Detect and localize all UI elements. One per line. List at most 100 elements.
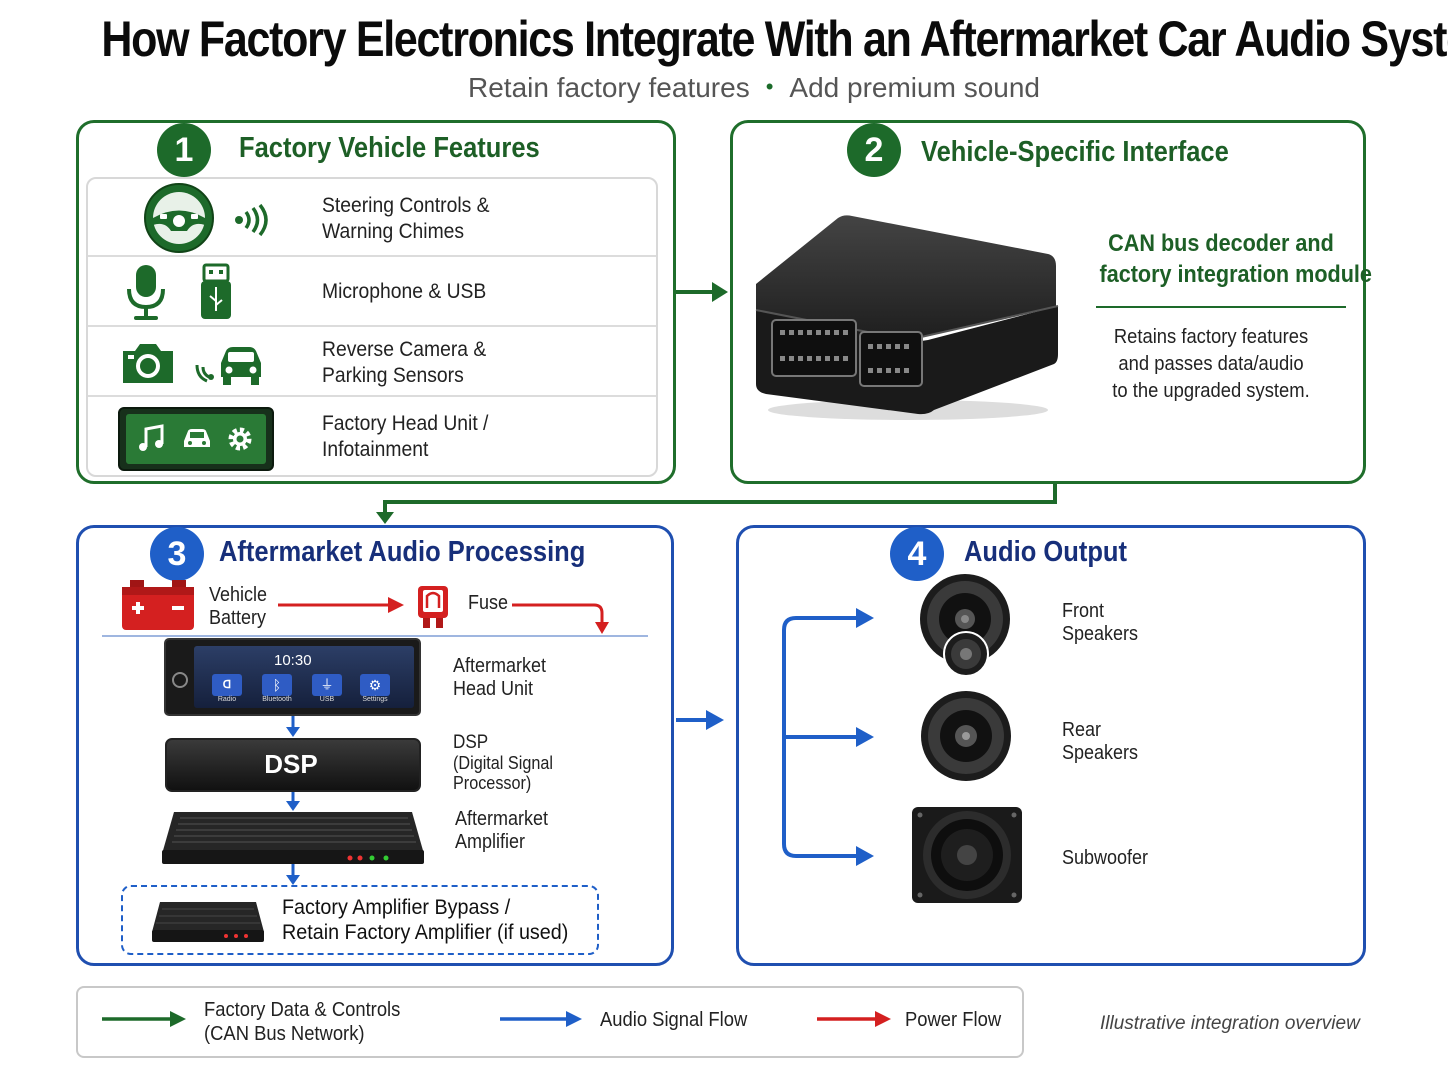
subtitle-separator: •	[765, 74, 774, 99]
rear-speakers-label-line-1: Rear	[1062, 719, 1102, 741]
panel-audio-output	[736, 525, 1366, 966]
interface-desc-line-2: and passes data/audio	[1118, 353, 1304, 375]
battery-label-line-2: Battery	[209, 607, 267, 629]
amplifier-label: Aftermarket Amplifier	[455, 808, 548, 854]
rear-speakers-icon	[921, 691, 1011, 781]
bypass-label-line-1: Factory Amplifier Bypass /	[282, 896, 511, 919]
interface-divider	[1096, 306, 1346, 308]
interface-description: Retains factory features and passes data…	[1086, 324, 1336, 405]
aftermarket-amplifier	[162, 812, 424, 864]
head-unit-knob[interactable]	[172, 672, 188, 688]
bypass-label-line-2: Retain Factory Amplifier (if used)	[282, 921, 569, 944]
audio-arrow-head-unit-to-dsp	[286, 716, 300, 737]
feature-camera-label: Reverse Camera &	[322, 338, 487, 361]
page-title: How Factory Electronics Integrate With a…	[101, 11, 1448, 67]
sound-waves-icon	[235, 203, 268, 237]
audio-arrow-amp-to-bypass	[286, 864, 300, 885]
dsp-label-line-3: Processor)	[453, 773, 532, 793]
feature-list: Steering Controls & Warning Chimes Micro…	[86, 177, 658, 477]
front-speakers-label: Front Speakers	[1062, 600, 1138, 646]
camera-icon	[123, 344, 173, 383]
head-unit-button-label-bluetooth: Bluetooth	[262, 696, 292, 703]
fuse-icon	[418, 586, 448, 628]
panel-title-processing: Aftermarket Audio Processing	[219, 536, 586, 568]
feature-steering-label: Steering Controls &	[322, 194, 490, 217]
head-unit-label-line-1: Aftermarket	[453, 655, 547, 677]
dsp-label-line-2: (Digital Signal	[453, 753, 553, 773]
battery-icon	[122, 580, 194, 630]
illustrative-note: Illustrative integration overview	[1100, 1013, 1360, 1034]
factory-amplifier-icon	[152, 902, 264, 942]
interface-desc-line-3: to the upgraded system.	[1112, 380, 1310, 402]
amplifier-label-line-2: Amplifier	[455, 831, 526, 853]
amplifier-label-line-1: Aftermarket	[455, 808, 549, 830]
car-icon	[184, 429, 210, 447]
music-note-icon	[139, 424, 164, 451]
page-subtitle: Retain factory features • Add premium soun…	[0, 72, 1448, 104]
head-unit-label-line-2: Head Unit	[453, 678, 534, 700]
power-arrow-fuse-to-system	[512, 603, 609, 634]
aftermarket-head-unit-label: Aftermarket Head Unit	[453, 655, 546, 701]
subtitle-part-1: Retain factory features	[468, 72, 750, 103]
panel-title-factory: Factory Vehicle Features	[239, 132, 540, 164]
subtitle-part-2: Add premium sound	[789, 72, 1040, 103]
rear-speakers-label: Rear Speakers	[1062, 719, 1138, 765]
panel-title-interface: Vehicle-Specific Interface	[921, 136, 1229, 168]
front-speakers-icon	[920, 574, 1010, 677]
speaker-distribution-arrows	[782, 608, 874, 866]
legend-can-bus-arrow	[102, 1011, 186, 1027]
legend-power-arrow	[817, 1011, 891, 1027]
subwoofer-label: Subwoofer	[1062, 847, 1149, 869]
can-bus-connector-2-to-3	[376, 484, 1057, 524]
steering-wheel-icon	[144, 183, 214, 253]
feature-row-head-unit: Factory Head Unit / Infotainment	[88, 397, 656, 477]
head-unit-button-usb[interactable]: ⏚	[312, 674, 342, 696]
interface-heading-line-2: factory integration module	[1099, 261, 1372, 288]
step-number-2: 2	[847, 123, 901, 177]
interface-heading-line-1: CAN bus decoder and	[1108, 230, 1334, 257]
bypass-label: Factory Amplifier Bypass / Retain Factor…	[282, 895, 568, 945]
legend-can-bus-line-2: (CAN Bus Network)	[204, 1023, 365, 1045]
power-divider	[102, 635, 648, 637]
microphone-icon	[127, 265, 165, 320]
legend-audio-label: Audio Signal Flow	[600, 1009, 748, 1031]
factory-amp-bypass-box	[121, 885, 599, 955]
power-arrow-battery-to-fuse	[278, 597, 404, 613]
panel-title-output: Audio Output	[964, 536, 1127, 568]
dsp-unit: DSP	[165, 738, 421, 792]
feature-microphone-label: Microphone & USB	[322, 280, 487, 303]
audio-arrow-dsp-to-amp	[286, 792, 300, 811]
audio-arrow-processing-to-output	[676, 710, 724, 730]
head-unit-button-radio[interactable]: ᗡ	[212, 674, 242, 696]
interface-heading: CAN bus decoder and factory integration …	[1086, 228, 1372, 290]
battery-label-line-1: Vehicle	[209, 584, 268, 606]
head-unit-button-label-settings: Settings	[362, 696, 388, 703]
legend-can-bus-label: Factory Data & Controls (CAN Bus Network…	[204, 998, 400, 1046]
subwoofer-icon	[912, 807, 1022, 903]
feature-steering-label-2: Warning Chimes	[322, 220, 465, 243]
head-unit-button-bluetooth[interactable]: ᛒ	[262, 674, 292, 696]
head-unit-button-label-radio: Radio	[217, 696, 237, 703]
feature-head-unit-label: Factory Head Unit /	[322, 412, 489, 435]
feature-row-steering: Steering Controls & Warning Chimes	[88, 179, 656, 257]
feature-camera-label-2: Parking Sensors	[322, 364, 464, 387]
usb-icon	[201, 263, 231, 319]
interface-desc-line-1: Retains factory features	[1113, 326, 1309, 348]
can-bus-connector-1-to-2	[676, 282, 728, 302]
front-speakers-label-line-1: Front	[1062, 600, 1105, 622]
can-bus-module-image	[755, 215, 1059, 420]
legend-power-label: Power Flow	[905, 1009, 1002, 1031]
feature-head-unit-label-2: Infotainment	[322, 438, 429, 461]
gear-icon	[228, 427, 252, 451]
front-speakers-label-line-2: Speakers	[1062, 623, 1139, 645]
aftermarket-head-unit: 10:30 ᗡ ᛒ ⏚ ⚙ Radio Bluetooth USB Settin…	[164, 638, 421, 716]
feature-row-microphone: Microphone & USB	[88, 257, 656, 327]
head-unit-button-settings[interactable]: ⚙	[360, 674, 390, 696]
head-unit-time: 10:30	[274, 652, 312, 669]
rear-speakers-label-line-2: Speakers	[1062, 742, 1139, 764]
step-number-4: 4	[890, 527, 944, 581]
fuse-label: Fuse	[468, 592, 509, 614]
legend-audio-arrow	[500, 1011, 582, 1027]
head-unit-button-label-usb: USB	[319, 696, 335, 703]
dsp-label-line-1: DSP	[453, 732, 489, 753]
